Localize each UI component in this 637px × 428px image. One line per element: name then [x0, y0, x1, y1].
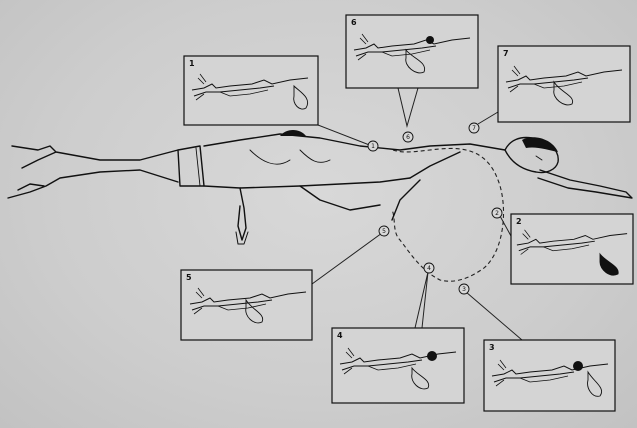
- marker-5: 5: [379, 226, 389, 236]
- swimmer-trunks: [178, 146, 204, 186]
- panel-label: 2: [516, 217, 522, 226]
- marker-7: 7: [469, 123, 479, 133]
- leader-line-2: [500, 216, 511, 236]
- marker-6: 6: [403, 132, 413, 142]
- panel-6: 6: [346, 15, 478, 88]
- svg-text:7: 7: [472, 125, 476, 132]
- svg-text:1: 1: [371, 143, 375, 150]
- leader-line-7: [478, 112, 498, 124]
- svg-text:3: 3: [462, 286, 466, 293]
- panel-label: 1: [189, 59, 195, 68]
- panel-2: 2: [511, 214, 633, 284]
- panel-label: 4: [337, 331, 343, 340]
- panel-label: 3: [489, 343, 495, 352]
- marker-1: 1: [368, 141, 378, 151]
- swimmer-pulling-arm: [238, 152, 460, 240]
- stroke-path-dashed: [392, 148, 504, 281]
- leader-line-3: [466, 292, 522, 340]
- marker-3: 3: [459, 284, 469, 294]
- panel-7: 7: [498, 46, 630, 122]
- panel-5: 5: [181, 270, 312, 340]
- leader-line-4: [415, 272, 428, 328]
- panel-label: 6: [351, 18, 357, 27]
- swimmer-torso: [204, 134, 505, 188]
- swim-cap: [522, 137, 558, 152]
- shoulder-patch: [280, 130, 306, 136]
- svg-text:2: 2: [495, 210, 499, 217]
- panel-3: 3: [484, 340, 615, 411]
- panel-label: 5: [186, 273, 192, 282]
- leader-lines: [312, 88, 522, 340]
- svg-text:4: 4: [427, 265, 431, 272]
- leader-line-5: [312, 233, 382, 284]
- swimmer-legs: [8, 146, 178, 198]
- marker-2: 2: [492, 208, 502, 218]
- swimmer-extended-arm: [538, 170, 632, 198]
- panel-4: 4: [332, 328, 464, 403]
- svg-text:5: 5: [382, 228, 386, 235]
- svg-text:6: 6: [406, 134, 410, 141]
- panel-label: 7: [503, 49, 509, 58]
- marker-4: 4: [424, 263, 434, 273]
- leader-line-6: [398, 88, 418, 126]
- panel-1: 1: [184, 56, 318, 125]
